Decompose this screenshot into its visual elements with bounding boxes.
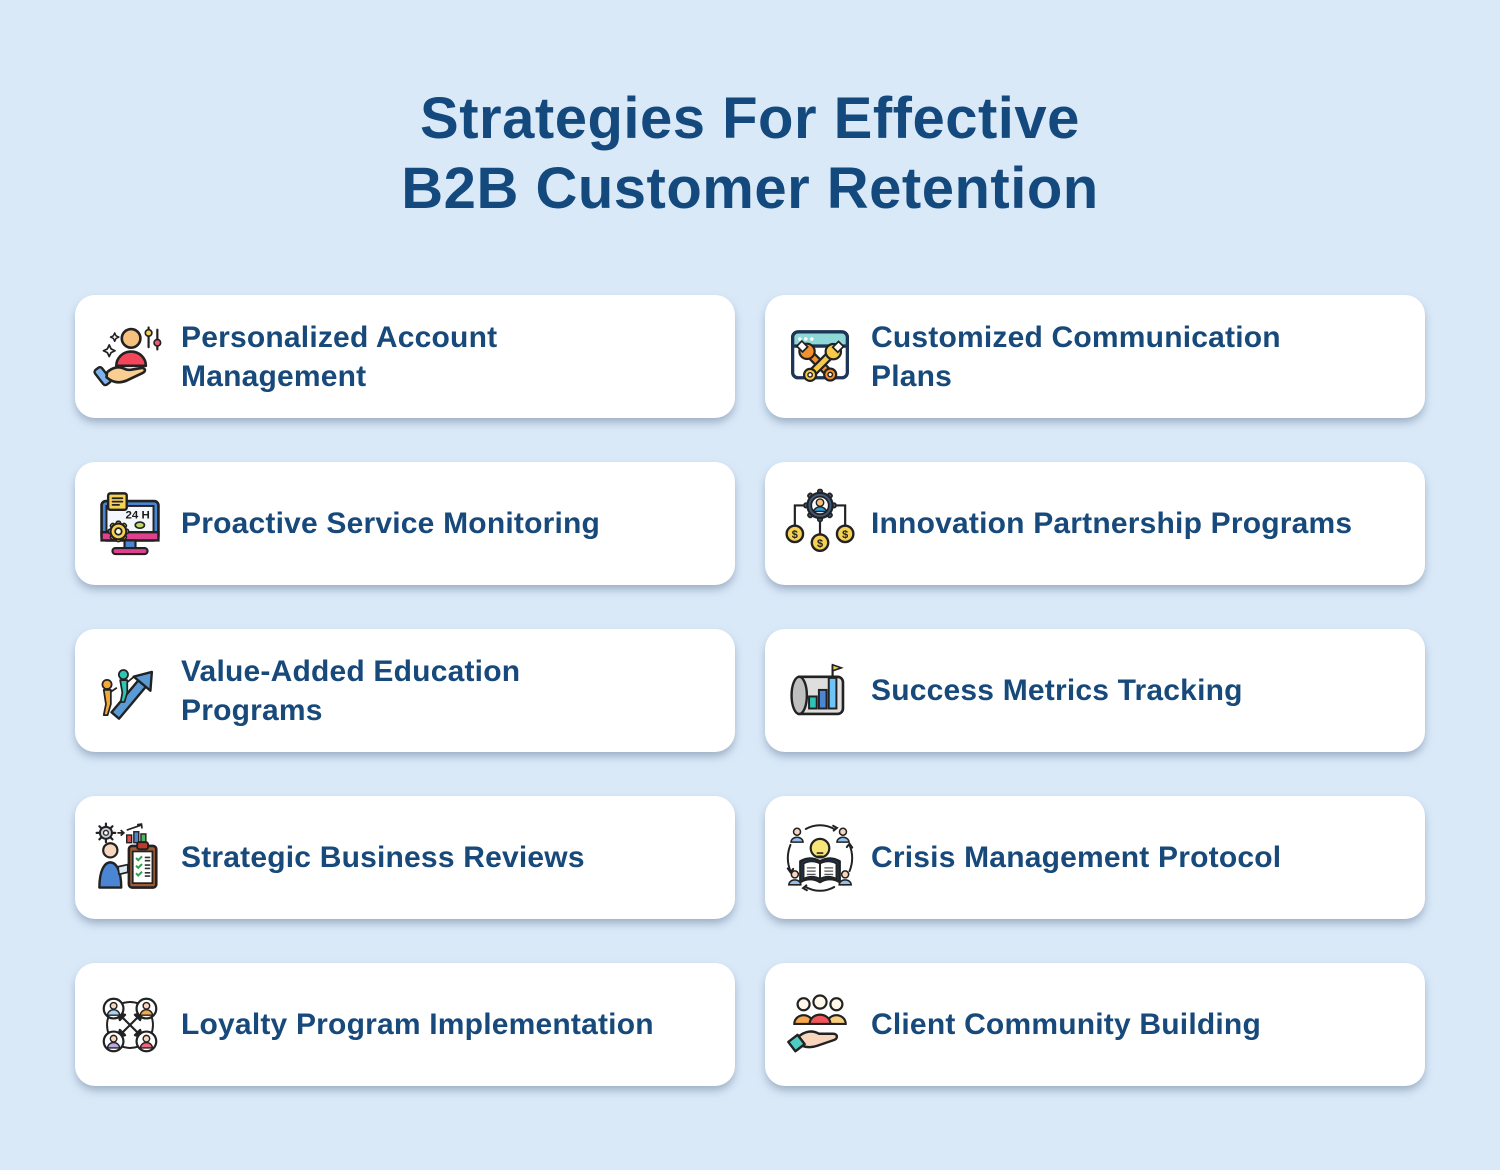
card-loyalty-program-implementation: Loyalty Program Implementation bbox=[75, 963, 735, 1086]
growth-arrow-climbers-icon bbox=[95, 656, 165, 726]
card-strategic-business-reviews: Strategic Business Reviews bbox=[75, 796, 735, 919]
card-label: Loyalty Program Implementation bbox=[181, 1008, 654, 1041]
svg-text:$: $ bbox=[792, 529, 798, 541]
card-label: Success Metrics Tracking bbox=[871, 674, 1243, 707]
title-line-2: B2B Customer Retention bbox=[401, 156, 1099, 221]
strategy-cards-grid: Personalized Account Management bbox=[75, 295, 1425, 1086]
card-label: Value-Added Education Programs bbox=[181, 654, 521, 727]
card-label: Innovation Partnership Programs bbox=[871, 507, 1353, 540]
hand-holding-group-icon bbox=[785, 990, 855, 1060]
card-label: Strategic Business Reviews bbox=[181, 841, 585, 874]
page-title: Strategies For Effective B2B Customer Re… bbox=[0, 0, 1500, 224]
card-label: Client Community Building bbox=[871, 1008, 1261, 1041]
connected-avatars-icon bbox=[95, 990, 165, 1060]
monitor-24h-icon: 24 H bbox=[95, 489, 165, 559]
infographic-page: Strategies For Effective B2B Customer Re… bbox=[0, 0, 1500, 1086]
gear-person-coins-icon: $ $ $ bbox=[785, 488, 855, 559]
svg-text:$: $ bbox=[817, 537, 823, 549]
card-crisis-management-protocol: Crisis Management Protocol bbox=[765, 796, 1425, 919]
card-customized-communication-plans: Customized Communication Plans bbox=[765, 295, 1425, 418]
card-value-added-education-programs: Value-Added Education Programs bbox=[75, 629, 735, 752]
card-innovation-partnership-programs: $ $ $ Innovation Partnership Programs bbox=[765, 462, 1425, 585]
person-checklist-chart-icon bbox=[95, 821, 165, 893]
card-label: Personalized Account Management bbox=[181, 320, 498, 393]
book-lightbulb-team-icon bbox=[785, 823, 855, 893]
card-client-community-building: Client Community Building bbox=[765, 963, 1425, 1086]
card-personalized-account-management: Personalized Account Management bbox=[75, 295, 735, 418]
card-success-metrics-tracking: Success Metrics Tracking bbox=[765, 629, 1425, 752]
chart-scroll-flag-icon bbox=[785, 656, 855, 726]
card-label: Proactive Service Monitoring bbox=[181, 507, 601, 540]
title-line-1: Strategies For Effective bbox=[420, 86, 1080, 151]
svg-text:24 H: 24 H bbox=[126, 509, 150, 521]
card-label: Customized Communication Plans bbox=[871, 320, 1281, 393]
card-label: Crisis Management Protocol bbox=[871, 841, 1282, 874]
browser-wrenches-icon bbox=[785, 322, 855, 392]
hand-holding-person-icon bbox=[93, 322, 165, 392]
svg-text:$: $ bbox=[842, 529, 848, 541]
card-proactive-service-monitoring: 24 H bbox=[75, 462, 735, 585]
